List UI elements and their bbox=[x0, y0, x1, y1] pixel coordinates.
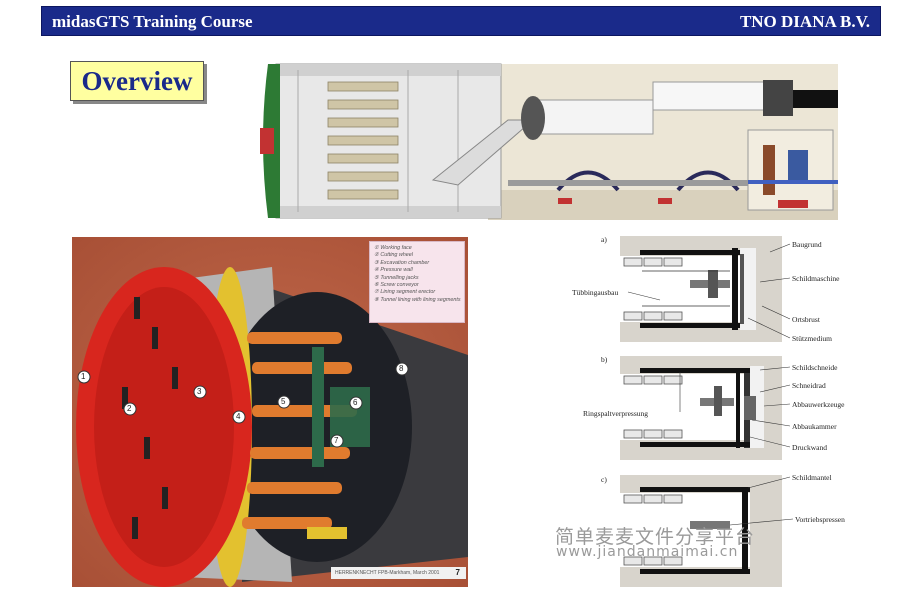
slide-title: Overview bbox=[70, 61, 204, 101]
legend-item: ① Working face bbox=[374, 245, 412, 251]
marker-5: 5 bbox=[281, 397, 286, 406]
label-schneidrad: Schneidrad bbox=[792, 381, 826, 390]
diagram-c-label: c) bbox=[601, 475, 607, 484]
label-schildschneide: Schildschneide bbox=[792, 363, 838, 372]
photo-credit: HERRENKNECHT FPB-Markham, March 2001 7 bbox=[331, 567, 466, 579]
legend-item: ⑦ Lining segment erector bbox=[374, 289, 436, 296]
label-stuetzmedium: Stützmedium bbox=[792, 334, 832, 343]
label-vortriebspressen: Vortriebspressen bbox=[795, 515, 845, 524]
marker-2: 2 bbox=[127, 404, 132, 413]
shield-schematic-b bbox=[620, 356, 782, 460]
label-abbaukammer: Abbaukammer bbox=[792, 422, 837, 431]
marker-1: 1 bbox=[81, 372, 86, 381]
diagram-b-label: b) bbox=[601, 355, 608, 364]
credit-text: HERRENKNECHT FPB-Markham, March 2001 bbox=[335, 570, 440, 576]
tbm-legend: ① Working face ② Cutting wheel ③ Excavat… bbox=[369, 241, 465, 323]
page-number: 7 bbox=[455, 568, 460, 577]
label-druckwand: Druckwand bbox=[792, 443, 827, 452]
legend-item: ③ Excavation chamber bbox=[374, 259, 430, 266]
shield-schematic-c bbox=[620, 475, 782, 587]
company-name: TNO DIANA B.V. bbox=[739, 12, 870, 31]
label-baugrund: Baugrund bbox=[792, 240, 822, 249]
shield-schematic-a bbox=[620, 236, 782, 342]
label-schildmantel: Schildmantel bbox=[792, 473, 832, 482]
legend-item: ⑧ Tunnel lining with lining segments bbox=[374, 296, 461, 303]
label-ortsbrust: Ortsbrust bbox=[792, 315, 820, 324]
label-ringspaltverpressung: Ringspaltverpressung bbox=[583, 409, 648, 418]
header-bar: midasGTS Training Course TNO DIANA B.V. bbox=[41, 6, 881, 36]
course-title: midasGTS Training Course bbox=[52, 12, 253, 31]
legend-item: ⑤ Tunnelling jacks bbox=[374, 274, 419, 281]
marker-6: 6 bbox=[353, 398, 358, 407]
marker-8: 8 bbox=[399, 364, 404, 373]
diagram-a-label: a) bbox=[601, 235, 607, 244]
legend-item: ④ Pressure wall bbox=[374, 267, 413, 274]
marker-3: 3 bbox=[197, 387, 202, 396]
label-tuebbingausbau: Tübbingausbau bbox=[572, 288, 619, 297]
tbm-side-view-image bbox=[258, 60, 838, 224]
marker-7: 7 bbox=[334, 436, 339, 445]
legend-item: ② Cutting wheel bbox=[374, 252, 413, 259]
label-abbauwerkzeuge: Abbauwerkzeuge bbox=[792, 400, 845, 409]
marker-4: 4 bbox=[236, 412, 241, 421]
watermark-title: 简单麦麦文件分享平台 bbox=[555, 526, 756, 548]
label-schildmaschine: Schildmaschine bbox=[792, 274, 840, 283]
legend-item: ⑥ Screw conveyor bbox=[374, 282, 419, 289]
watermark-url: www.jiandanmaimai.cn bbox=[556, 544, 739, 560]
